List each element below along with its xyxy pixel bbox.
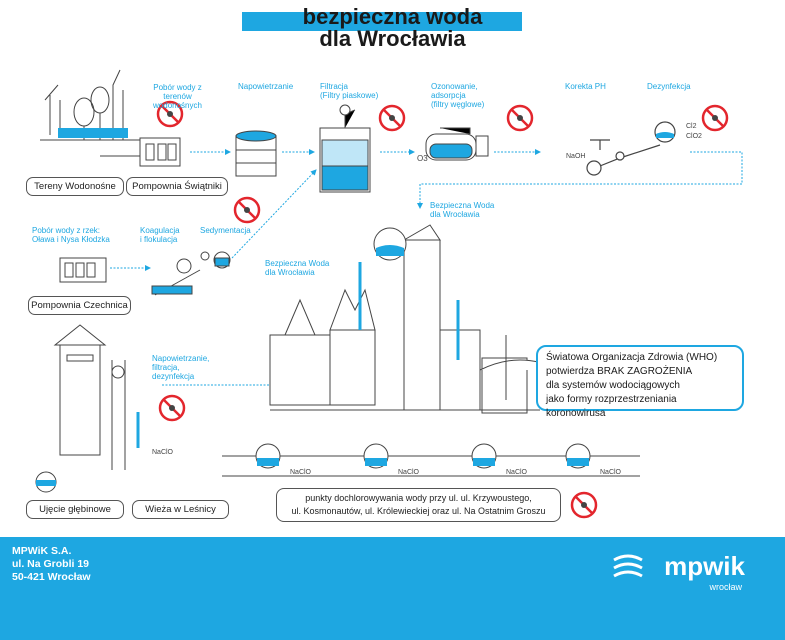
label-pobor-tereny: Pobór wody z terenów wodonośnych: [153, 83, 202, 110]
no-virus-icons: [156, 100, 729, 519]
dosing-water: [257, 458, 589, 466]
label-napowietrzanie: Napowietrzanie: [238, 82, 294, 91]
who-line-1: Światowa Organizacja Zdrowia (WHO): [546, 352, 718, 363]
points-line-1: punkty dochlorowywania wody przy ul. ul.…: [305, 493, 532, 503]
label-filtry-weglowe: (filtry węglowe): [431, 100, 485, 109]
brand-sub: wrocław: [709, 582, 742, 592]
city-skyline: [269, 224, 561, 414]
label-adsorpcja: adsorpcja: [431, 91, 466, 100]
footer-street: ul. Na Grobli 19: [12, 558, 90, 570]
label-flokulacja: i flokulacja: [140, 235, 178, 244]
box-ujecie: Ujęcie głębinowe: [26, 500, 124, 519]
box-wieza: Wieża w Leśnicy: [132, 500, 229, 519]
points-line-2: ul. Kosmonautów, ul. Królewieckiej oraz …: [291, 506, 546, 516]
label-bezpieczna-2b: dla Wrocławia: [265, 268, 315, 277]
sand-filter: [319, 104, 371, 193]
falling-water: [358, 262, 460, 360]
ground-water: [58, 128, 128, 138]
mpwik-logo-icon: [613, 554, 643, 578]
czechnica-pump: [59, 257, 107, 283]
aeration-tank: [235, 130, 277, 177]
title-line-2: dla Wrocławia: [319, 26, 466, 51]
footer-address: MPWiK S.A. ul. Na Grobli 19 50-421 Wrocł…: [12, 545, 91, 584]
label-bezpieczna-2: Bezpieczna Woda: [265, 259, 330, 268]
box-tereny: Tereny Wodonośne: [26, 177, 124, 196]
label-ozonowanie: Ozonowanie,: [431, 82, 478, 91]
label-napow-filtr: Napowietrzanie,: [152, 354, 210, 363]
label-filtracja-sub: (Filtry piaskowe): [320, 91, 379, 100]
title-line-1: bezpieczna woda: [302, 4, 483, 29]
naclo-point-1: NaClO: [290, 469, 312, 476]
label-sedymentacja: Sedymentacja: [200, 226, 251, 235]
city-water: [376, 245, 404, 256]
brand-logo: mpwik: [664, 551, 745, 581]
label-napow-filtr-3: dezynfekcja: [152, 372, 195, 381]
footer-city: 50-421 Wrocław: [12, 571, 91, 583]
ozonation-tank: [425, 127, 489, 161]
label-koagulacja: Koagulacja: [140, 226, 180, 235]
label-bezpieczna-1: Bezpieczna Woda: [430, 201, 495, 210]
ph-correction-pipes: [586, 121, 676, 176]
footer: MPWiK S.A. ul. Na Grobli 19 50-421 Wrocł…: [0, 537, 785, 640]
label-pobor-rzek-2: Oława i Nysa Kłodzka: [32, 235, 110, 244]
ozone-label: O3: [417, 154, 428, 163]
label-pobor-rzek: Pobór wody z rzek:: [32, 226, 101, 235]
pump-illustration: [100, 137, 181, 167]
label-napow-filtr-2: filtracja,: [152, 363, 180, 372]
who-line-4: jako formy rozprzestrzeniania koronowiru…: [546, 394, 677, 419]
who-line-3: dla systemów wodociągowych: [546, 380, 680, 391]
label-filtracja: Filtracja: [320, 82, 349, 91]
who-line-2: potwierdza BRAK ZAGROŻENIA: [546, 366, 693, 377]
label-dezynfekcja: Dezynfekcja: [647, 82, 691, 91]
box-pompownia-czechnica: Pompownia Czechnica: [28, 296, 131, 315]
naclo-tower-label: NaClO: [152, 449, 174, 456]
title-highlight: [242, 12, 522, 31]
label-korekta: Korekta PH: [565, 82, 606, 91]
naclo-point-4: NaClO: [600, 469, 622, 476]
box-pompownia-swiatniki: Pompownia Świątniki: [126, 177, 228, 196]
cl2-label: Cl2: [686, 123, 697, 130]
who-statement: Światowa Organizacja Zdrowia (WHO) potwi…: [536, 345, 744, 419]
coagulation-unit: [151, 251, 231, 296]
label-bezpieczna-1b: dla Wrocławia: [430, 210, 480, 219]
clo2-label: ClO2: [686, 133, 702, 140]
disinfection-water: [656, 132, 674, 138]
water-tower: [35, 324, 126, 493]
footer-company: MPWiK S.A.: [12, 545, 72, 557]
naclo-point-3: NaClO: [506, 469, 528, 476]
chlorination-points: punkty dochlorowywania wody przy ul. ul.…: [276, 488, 561, 522]
naoh-label: NaOH: [566, 153, 585, 160]
flow-diagram: O3 NaOH Cl2 ClO2: [35, 69, 743, 519]
ujecie-water: [36, 480, 56, 486]
naclo-point-2: NaClO: [398, 469, 420, 476]
